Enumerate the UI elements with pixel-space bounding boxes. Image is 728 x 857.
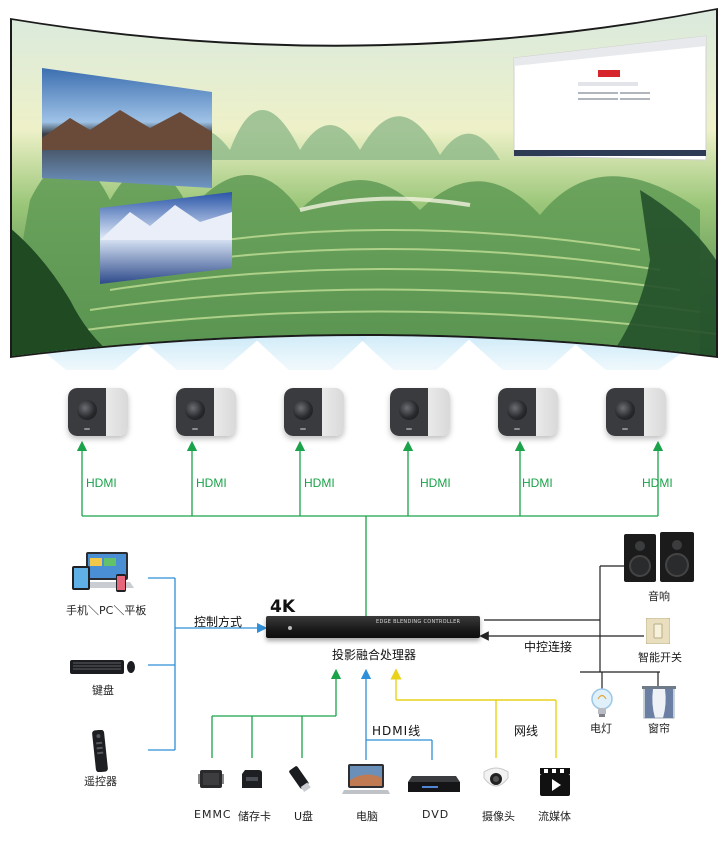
input-label-remote: 遥控器 <box>84 775 117 788</box>
input-label-keyboard: 键盘 <box>92 684 114 697</box>
output-label-speaker: 音响 <box>648 590 670 603</box>
keyboard-mouse-icon <box>70 660 135 674</box>
curved-projection-screen <box>10 8 718 370</box>
remote-control-icon <box>92 730 108 772</box>
source-label-usb: U盘 <box>294 810 314 823</box>
controller-panel-text: EDGE BLENDING CONTROLLER <box>376 619 461 625</box>
smart-switch-icon <box>646 618 670 644</box>
central-control-label: 中控连接 <box>524 640 573 654</box>
usb-drive-icon <box>289 766 311 792</box>
hdmi-label-3: HDMI <box>304 476 335 490</box>
dvd-player-icon <box>408 776 460 792</box>
hdmi-cable-label: HDMI线 <box>372 724 422 738</box>
source-label-memory-card: 储存卡 <box>238 810 271 823</box>
projector-lens-icon <box>185 400 205 420</box>
projector-lens-icon <box>507 400 527 420</box>
projector-lens-icon <box>615 400 635 420</box>
output-label-smart-switch: 智能开关 <box>638 651 682 664</box>
light-bulb-icon <box>591 688 613 717</box>
projector-6 <box>606 382 666 438</box>
source-label-emmc: EMMC <box>194 808 232 821</box>
speaker-icon <box>624 532 694 582</box>
projection-light-beams <box>30 334 700 370</box>
projector-lens-icon <box>77 400 97 420</box>
snow-mountain-photo-window <box>100 192 232 284</box>
input-label-devices: 手机＼PC＼平板 <box>66 604 147 617</box>
projector-4 <box>390 382 450 438</box>
laptop-icon <box>342 764 390 794</box>
landscape-photo-window <box>42 68 212 188</box>
controller-4k-badge: 4K <box>270 597 296 617</box>
source-label-dvd: DVD <box>422 808 450 821</box>
camera-icon <box>483 767 509 787</box>
projector-3 <box>284 382 344 438</box>
laptop-tablet-phone-icon <box>72 552 134 592</box>
projector-2 <box>176 382 236 438</box>
projector-1 <box>68 382 128 438</box>
network-cable-label: 网线 <box>514 724 539 738</box>
output-label-light: 电灯 <box>590 722 612 735</box>
controller-name: 投影融合处理器 <box>332 648 417 662</box>
control-method-label: 控制方式 <box>194 615 243 629</box>
sd-card-icon <box>242 770 262 788</box>
emmc-chip-icon <box>198 770 224 788</box>
edge-blending-controller: EDGE BLENDING CONTROLLER <box>266 616 480 638</box>
projector-lens-icon <box>399 400 419 420</box>
projector-5 <box>498 382 558 438</box>
source-label-camera: 摄像头 <box>482 810 515 823</box>
hdmi-label-6: HDMI <box>642 476 673 490</box>
curtain-icon <box>642 686 676 719</box>
streaming-media-icon <box>540 768 570 796</box>
hdmi-label-1: HDMI <box>86 476 117 490</box>
hdmi-label-2: HDMI <box>196 476 227 490</box>
source-label-computer: 电脑 <box>356 810 378 823</box>
hdmi-label-5: HDMI <box>522 476 553 490</box>
source-label-streaming: 流媒体 <box>538 810 571 823</box>
controller-power-led-icon <box>288 626 292 630</box>
browser-window <box>513 35 707 161</box>
output-label-curtain: 窗帘 <box>648 722 670 735</box>
hdmi-label-4: HDMI <box>420 476 451 490</box>
projector-lens-icon <box>293 400 313 420</box>
